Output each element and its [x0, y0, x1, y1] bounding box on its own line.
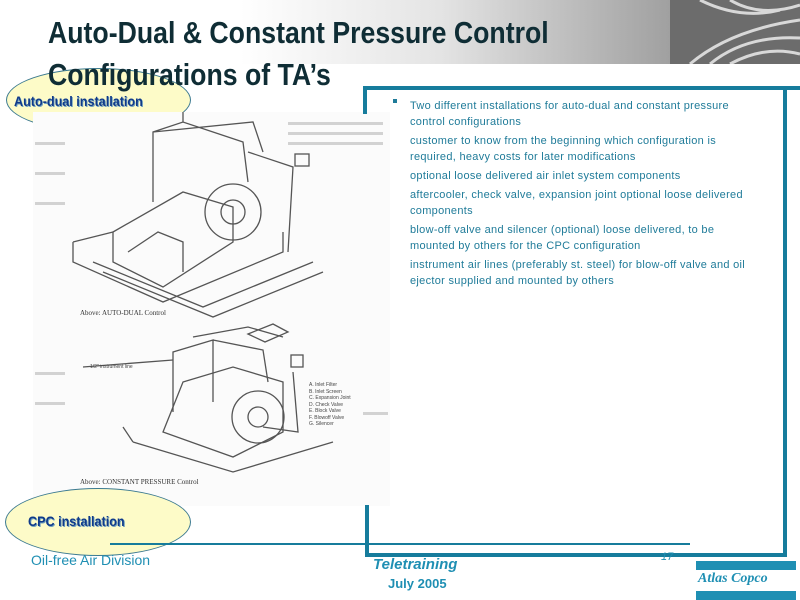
title-line-1: Auto-Dual & Constant Pressure Control — [48, 15, 549, 50]
legend-item: E. Block Valve — [309, 408, 341, 414]
logo-bar-top — [696, 561, 796, 570]
bullet-text: Two different installations for auto-dua… — [410, 100, 729, 128]
logo-bar-bottom — [696, 591, 796, 600]
bullet-item: optional loose delivered air inlet syste… — [393, 168, 753, 184]
bullet-text: aftercooler, check valve, expansion join… — [410, 189, 743, 217]
legend-item: F. Blowoff Valve — [309, 414, 345, 421]
frame-left-top — [363, 86, 367, 114]
footer-program: Teletraining — [373, 556, 458, 573]
logo-text: Atlas Copco — [698, 571, 768, 586]
title-line-2: Configurations of TA’s — [48, 57, 331, 92]
bullet-text: optional loose delivered air inlet syste… — [410, 170, 681, 182]
legend-item: D. Check Valve — [309, 401, 344, 408]
bullet-icon — [393, 99, 397, 103]
installation-diagrams: Above: AUTO-DUAL Control 1/2" instrument… — [33, 112, 390, 506]
slide-title: Auto-Dual & Constant Pressure Control Co… — [48, 12, 549, 96]
footer-divider — [110, 543, 690, 545]
title-banner — [0, 0, 800, 64]
legend-item: B. Inlet Screen — [309, 388, 342, 395]
turbine-image — [670, 0, 800, 64]
instrument-line-label: 1/2" instrument line — [90, 364, 133, 370]
diagram-legend: A. Inlet Filter B. Inlet Screen C. Expan… — [309, 382, 351, 428]
legend-item: G. Silencer — [309, 421, 334, 427]
auto-dual-caption: Above: AUTO-DUAL Control — [80, 309, 166, 317]
bullet-item: instrument air lines (preferably st. ste… — [393, 257, 753, 289]
cpc-label: CPC installation — [28, 513, 125, 529]
bullet-text: customer to know from the beginning whic… — [410, 135, 716, 163]
page-number: 17 — [661, 551, 674, 563]
bullet-text: blow-off valve and silencer (optional) l… — [410, 224, 715, 252]
frame-right — [783, 86, 787, 557]
auto-dual-diagram — [35, 112, 388, 473]
legend-item: A. Inlet Filter — [309, 382, 338, 388]
bullet-list: Two different installations for auto-dua… — [393, 98, 753, 292]
cpc-caption: Above: CONSTANT PRESSURE Control — [80, 478, 199, 486]
bullet-item: aftercooler, check valve, expansion join… — [393, 187, 753, 219]
footer-division: Oil-free Air Division — [31, 552, 151, 568]
bullet-item: blow-off valve and silencer (optional) l… — [393, 222, 753, 254]
atlas-copco-logo: Atlas Copco — [696, 541, 796, 600]
frame-top — [365, 86, 800, 90]
auto-dual-label: Auto-dual installation — [14, 93, 143, 109]
frame-left-bottom — [365, 505, 369, 557]
bullet-item: customer to know from the beginning whic… — [393, 133, 753, 165]
legend-item: C. Expansion Joint — [309, 395, 351, 401]
cpc-callout: CPC installation — [5, 488, 191, 556]
footer-date: July 2005 — [388, 576, 447, 591]
bullet-item: Two different installations for auto-dua… — [393, 98, 753, 130]
frame-bottom — [365, 553, 787, 557]
bullet-text: instrument air lines (preferably st. ste… — [410, 259, 746, 287]
